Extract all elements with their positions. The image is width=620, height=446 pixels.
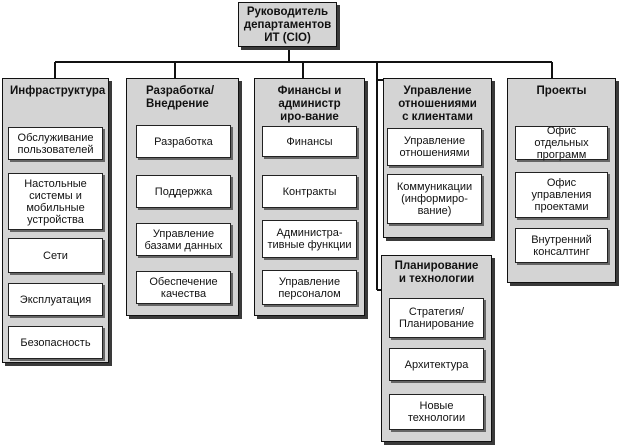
dept-title: Управление отношениями с клиентами bbox=[398, 85, 477, 123]
item-box: Эксплуатация bbox=[8, 283, 103, 316]
dept-title: Финансы и администриро-вание bbox=[277, 85, 342, 123]
item-box: Управление базами данных bbox=[136, 223, 231, 256]
item-box: Стратегия/ Планирование bbox=[389, 298, 484, 338]
item-box: Управление отношениями bbox=[387, 128, 482, 166]
item-box: Новые технологии bbox=[389, 394, 484, 430]
item-box: Финансы bbox=[262, 126, 357, 157]
item-box: Управление персоналом bbox=[262, 270, 357, 305]
dept-title: Разработка/ Внедрение bbox=[146, 85, 215, 110]
item-box: Офис управления проектами bbox=[515, 172, 608, 218]
item-box: Администра-тивные функции bbox=[262, 220, 357, 258]
item-box: Сети bbox=[8, 238, 103, 273]
item-box: Обеспечение качества bbox=[136, 271, 231, 304]
item-box: Контракты bbox=[262, 175, 357, 208]
item-box: Поддержка bbox=[136, 175, 231, 208]
item-box: Разработка bbox=[136, 125, 231, 158]
item-box: Офис отдельных программ bbox=[515, 125, 608, 161]
item-box: Внутренний консалтинг bbox=[515, 228, 608, 263]
root-title: Руководитель департаментов ИТ (CIO) bbox=[243, 6, 332, 44]
item-box: Безопасность bbox=[8, 326, 103, 359]
item-box: Обслуживание пользователей bbox=[8, 127, 103, 160]
item-box: Коммуникации (информиро-вание) bbox=[387, 174, 482, 224]
item-box: Настольные системы и мобильные устройств… bbox=[8, 173, 103, 230]
dept-title: Инфраструктура bbox=[10, 85, 106, 97]
dept-title: Проекты bbox=[536, 85, 587, 97]
dept-title: Планирование и технологии bbox=[394, 260, 479, 285]
item-box: Архитектура bbox=[389, 348, 484, 381]
root-node: Руководитель департаментов ИТ (CIO) bbox=[238, 2, 337, 47]
